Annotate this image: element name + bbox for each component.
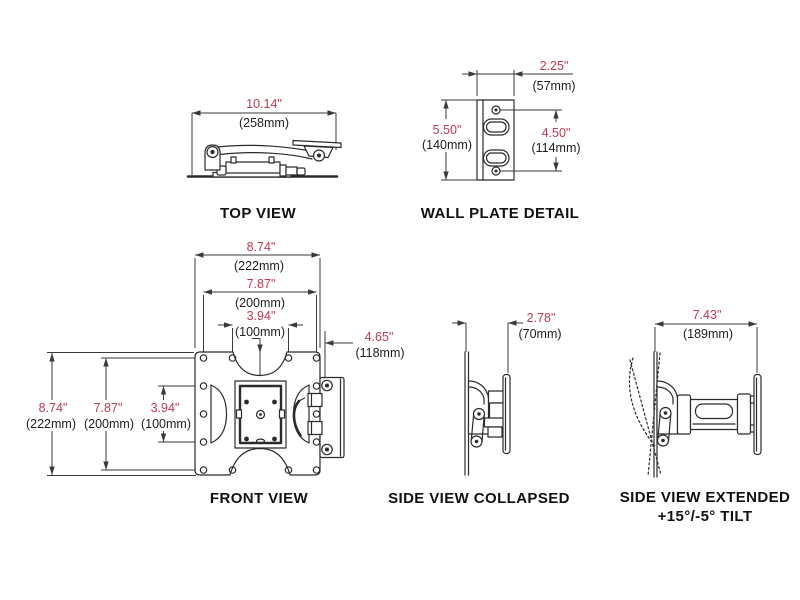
front-hole-width-mm: (200mm) (235, 296, 285, 310)
top-width-mm: (258mm) (239, 116, 289, 130)
arrowhead (553, 110, 559, 119)
front-arm-offset-mm: (118mm) (355, 346, 404, 360)
arrowhead (103, 358, 109, 367)
front-outer-width-mm: (222mm) (234, 259, 284, 273)
arrowhead (192, 110, 201, 116)
top-view: 10.14" (258mm) TOP VI (186, 97, 342, 222)
front-view-label: FRONT VIEW (210, 490, 309, 507)
front-arm-offset-inches: 4.65" (365, 330, 394, 344)
front-outer-width-inches: 8.74" (247, 240, 276, 254)
side-view-extended-drawing (628, 351, 762, 478)
wall-plate-detail-view: 2.25" (57mm) 5.50" (140mm) 4.50" (114mm)… (421, 59, 581, 222)
arrowhead (103, 461, 109, 470)
wall-plate-width-dimension: 2.25" (57mm) (462, 59, 576, 96)
top-view-drawing (186, 139, 342, 178)
side-view-collapsed-drawing (464, 351, 511, 476)
side-view-collapsed: 2.78" (70mm) SIDE VIEW COLLAPSED (388, 311, 570, 507)
front-arm-offset-dimension: 4.65" (118mm) (324, 330, 405, 381)
wall-plate-height-dimension: 5.50" (140mm) (422, 99, 477, 181)
arrowhead (508, 320, 517, 326)
extended-depth-dimension: 7.43" (189mm) (654, 308, 758, 373)
wall-plate-width-mm: (57mm) (532, 79, 575, 93)
front-hole-height-dimension: 7.87" (200mm) (84, 357, 200, 471)
arrowhead (288, 322, 297, 328)
arrowhead (203, 289, 212, 295)
mounting-holes (199, 354, 321, 474)
wall-plate-detail-label: WALL PLATE DETAIL (421, 205, 579, 222)
arrowhead (224, 322, 233, 328)
arrowhead (443, 171, 449, 180)
front-outer-height-inches: 8.74" (39, 401, 68, 415)
extended-depth-inches: 7.43" (693, 308, 722, 322)
collapsed-depth-inches: 2.78" (527, 311, 556, 325)
wall-plate-height-inches: 5.50" (433, 123, 462, 137)
front-vesa-height-dimension: 3.94" (100mm) (141, 385, 201, 443)
front-view: 8.74" (222mm) 7.87" (200mm) 3.94" (100mm… (26, 240, 405, 507)
front-outer-width-dimension: 8.74" (222mm) (194, 240, 321, 348)
arrowhead (311, 252, 320, 258)
side-view-extended-label: SIDE VIEW EXTENDED (620, 489, 791, 506)
front-outer-height-mm: (222mm) (26, 417, 76, 431)
side-view-collapsed-label: SIDE VIEW COLLAPSED (388, 490, 570, 507)
arrowhead (195, 252, 204, 258)
wall-plate-drawing (476, 99, 515, 181)
wall-plate-height-mm: (140mm) (422, 138, 472, 152)
collapsed-depth-dimension: 2.78" (70mm) (452, 311, 562, 373)
tilt-guide-arc (628, 357, 656, 447)
front-vesa-height-mm: (100mm) (141, 417, 191, 431)
front-hole-height-inches: 7.87" (94, 401, 123, 415)
wall-plate-hole-spacing-dimension: 4.50" (114mm) (500, 109, 581, 172)
top-width-inches: 10.14" (246, 97, 282, 111)
side-view-extended: 7.43" (189mm) (620, 308, 791, 525)
front-vesa-height-inches: 3.94" (151, 401, 180, 415)
front-hole-width-inches: 7.87" (247, 277, 276, 291)
release-lever (292, 399, 302, 437)
arrowhead (468, 71, 477, 77)
extended-depth-mm: (189mm) (683, 327, 733, 341)
arrowhead (325, 340, 334, 346)
arrowhead (308, 289, 317, 295)
arrowhead (257, 344, 263, 353)
front-outer-height-dimension: 8.74" (222mm) (26, 352, 196, 476)
arrowhead (160, 386, 167, 395)
arrowhead (514, 71, 523, 77)
front-hole-width-dimension: 7.87" (200mm) (203, 277, 317, 354)
collapsed-depth-mm: (70mm) (518, 327, 561, 341)
top-view-width-dimension: 10.14" (258mm) (191, 97, 337, 175)
arrowhead (327, 110, 336, 116)
arrowhead (748, 321, 757, 327)
arrowhead (655, 321, 664, 327)
wall-plate-hole-spacing-inches: 4.50" (542, 126, 571, 140)
arrowhead (49, 353, 55, 362)
wall-plate-width-inches: 2.25" (540, 59, 569, 73)
arrowhead (443, 100, 449, 109)
top-view-label: TOP VIEW (220, 205, 296, 222)
wall-plate-hole-spacing-mm: (114mm) (531, 141, 580, 155)
front-vesa-width-mm: (100mm) (235, 325, 285, 339)
arrowhead (160, 433, 167, 442)
front-vesa-width-inches: 3.94" (247, 309, 276, 323)
arrowhead (49, 466, 55, 475)
tilt-guide-line (629, 359, 662, 476)
side-view-extended-tilt-label: +15°/-5° TILT (658, 508, 753, 525)
arrowhead (457, 320, 466, 326)
arrowhead (553, 162, 559, 171)
front-view-drawing (194, 351, 345, 476)
front-hole-height-mm: (200mm) (84, 417, 134, 431)
